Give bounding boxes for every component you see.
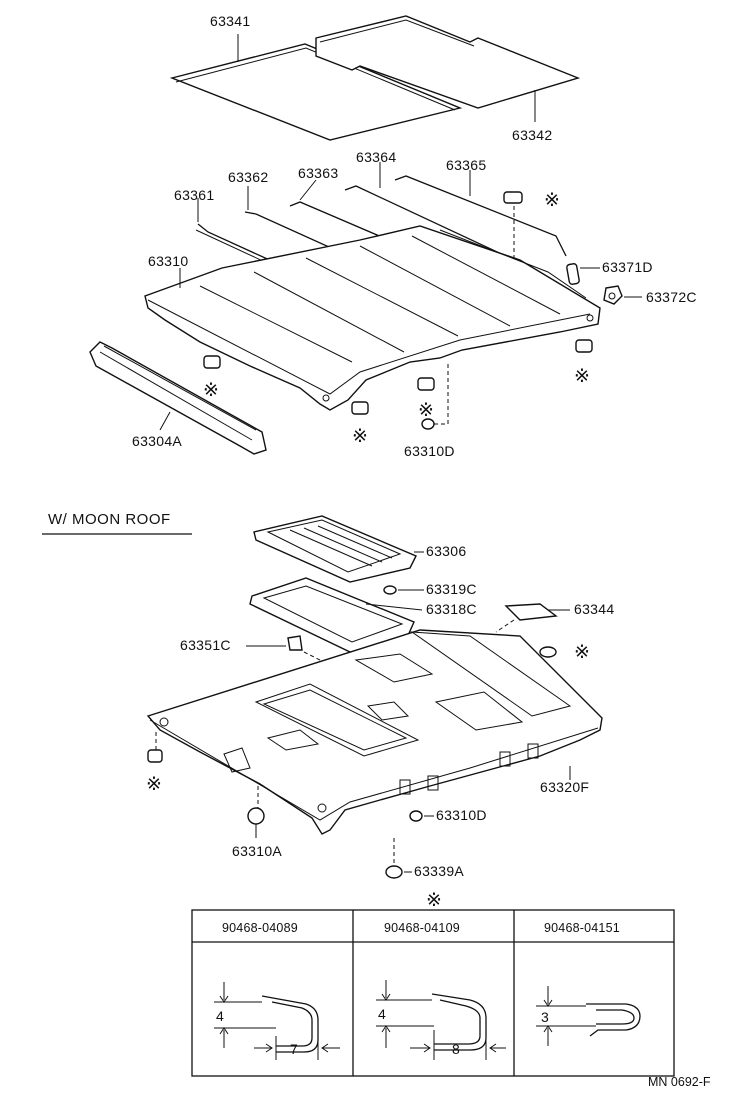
- label-63318C: 63318C: [426, 601, 477, 617]
- clip-drawing-2: 4 8: [376, 980, 506, 1060]
- roof-headlining-63310: [144, 225, 601, 411]
- star-mark-1: ※: [544, 190, 560, 211]
- label-63364: 63364: [356, 149, 396, 165]
- roof-silencer-pad-63342: [315, 15, 581, 109]
- reference-code: MN 0692-F: [648, 1075, 711, 1089]
- label-63365: 63365: [446, 157, 486, 173]
- retainer-63371D: 63371D: [566, 259, 653, 285]
- pad-63351C: 63351C: [180, 635, 401, 701]
- table-header-col1: 90468-04089: [222, 921, 298, 935]
- clip-right-lower: ※: [574, 339, 593, 387]
- clip3-height: 3: [541, 1009, 549, 1025]
- label-63339A: 63339A: [414, 863, 464, 879]
- star-mark-5: ※: [418, 400, 434, 421]
- clip-top-right: ※: [503, 190, 560, 211]
- fastener-63339A: 63339A: [385, 838, 464, 879]
- clip1-height: 4: [216, 1008, 224, 1024]
- label-63361: 63361: [174, 187, 214, 203]
- clip1-width: 7: [290, 1041, 298, 1057]
- label-63344: 63344: [574, 601, 614, 617]
- pad-63344: 63344: [495, 601, 614, 633]
- clip2-height: 4: [378, 1006, 386, 1022]
- label-63310D-top: 63310D: [404, 443, 455, 459]
- label-63306: 63306: [426, 543, 466, 559]
- label-63351C: 63351C: [180, 637, 231, 653]
- clip-left-moon-roof: ※: [146, 732, 163, 795]
- star-mark-4: ※: [352, 426, 368, 447]
- section-title-moon-roof: W/ MOON ROOF: [48, 511, 171, 528]
- roof-silencer-pad-63341: [169, 43, 463, 141]
- table-header-col3: 90468-04151: [544, 921, 620, 935]
- table-star-mark: ※: [426, 890, 442, 911]
- fastener-63310A: 63310A: [232, 786, 282, 859]
- label-63310D-bottom: 63310D: [436, 807, 487, 823]
- moon-roof-sunshade-63306: 63306: [253, 515, 466, 583]
- clip-stack-63310D: ※ 63310D: [404, 364, 455, 459]
- star-mark-3: ※: [203, 380, 219, 401]
- star-mark-2: ※: [574, 366, 590, 387]
- label-63310: 63310: [148, 253, 188, 269]
- label-63342: 63342: [512, 127, 552, 143]
- clip-spec-table: 90468-04089 90468-04109 90468-04151 4 7: [191, 909, 675, 1077]
- clip2-width: 8: [452, 1041, 460, 1057]
- label-63304A: 63304A: [132, 433, 182, 449]
- label-63319C: 63319C: [426, 581, 477, 597]
- moon-roof-trim-63318C: 63319C 63318C: [249, 577, 477, 653]
- assist-grip-63304A: [89, 341, 267, 455]
- clip-front-center: ※: [351, 401, 369, 447]
- roof-bow-63365: [394, 175, 567, 257]
- label-63310A: 63310A: [232, 843, 282, 859]
- label-63372C: 63372C: [646, 289, 697, 305]
- star-mark-7: ※: [146, 774, 162, 795]
- table-header-col2: 90468-04109: [384, 921, 460, 935]
- star-mark-6: ※: [574, 642, 590, 663]
- label-63362: 63362: [228, 169, 268, 185]
- label-63341: 63341: [210, 13, 250, 29]
- label-63371D: 63371D: [602, 259, 653, 275]
- clip-left-center: ※: [203, 355, 221, 401]
- label-63320F: 63320F: [540, 779, 589, 795]
- retainer-63372C: 63372C: [603, 285, 697, 305]
- label-63363: 63363: [298, 165, 338, 181]
- fastener-63310D-lower: 63310D: [409, 807, 487, 823]
- clip-drawing-3: 3: [536, 986, 641, 1046]
- moon-roof-headlining-63320F: ※ 63320F: [146, 629, 603, 835]
- clip-drawing-1: 4 7: [214, 982, 340, 1060]
